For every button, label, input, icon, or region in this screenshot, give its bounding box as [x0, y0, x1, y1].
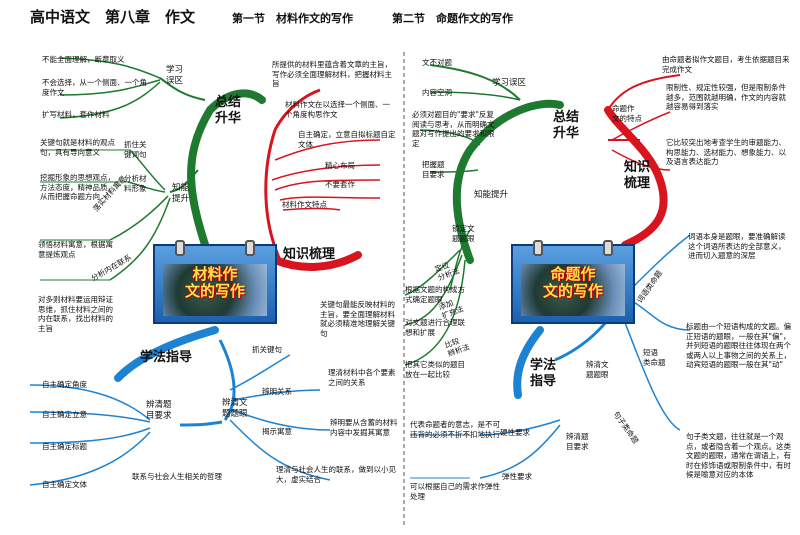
left-req-item: 自主确定角度 [42, 380, 87, 389]
right-ability-label: 锁定文 题题眼 [452, 224, 475, 243]
left-branch-method: 学法指导 [140, 350, 193, 365]
section-title-2: 第二节 命题作文的写作 [392, 12, 513, 25]
binder-ring [175, 240, 185, 256]
right-knowledge-item: 它比较突出地考查学生的审题能力、构思能力、选材能力、想象能力、以及语言表达能力 [666, 138, 786, 166]
right-knowledge-label: 命题作 文的特点 [612, 104, 642, 123]
left-mis-item: 不会选择，从一个侧面、一个角度作文 [42, 78, 147, 97]
left-discern-text: 理清与社会人生的联系，做到以小见大，虚实结合 [276, 465, 396, 484]
right-hard-req: 硬性要求 [500, 428, 530, 437]
left-ability-item: 领悟材料寓意，根据寓意提炼观点 [38, 240, 113, 259]
left-req-item: 自主确定立意 [42, 410, 87, 419]
right-branch-summary: 总结 升华 [553, 110, 580, 141]
left-line-mis [159, 77, 206, 101]
left-ability-label: 分析材 料形象 [124, 174, 147, 193]
right-phrase-type: 短语 类命题 [643, 348, 666, 367]
right-discern-label: 辨清文 题题眼 [586, 360, 609, 379]
right-ability-item: 把其它类似的题目放在一起比较 [405, 360, 465, 379]
left-sub-ability: 知能 提升 [172, 183, 190, 204]
left-ability-label: 抓住关 键词句 [124, 140, 147, 159]
left-summary-branch [187, 89, 266, 264]
left-mis-item: 不能全面理解，断章取义 [42, 55, 125, 64]
left-req-item: 联系与社会人生相关的哲理 [132, 472, 222, 481]
left-ability-item: 对多则材料要运用辩证思维，抓住材料之间的内在联系，找出材料的主旨 [38, 295, 113, 333]
left-knowledge-item: 材料作文特点 [282, 200, 327, 209]
right-knowledge-item: 由命题者拟作文题目，考生依据题目来完成作文 [662, 55, 790, 74]
right-soft-req: 弹性要求 [502, 472, 532, 481]
right-knowledge-branch [604, 106, 668, 249]
left-knowledge-item: 精心布局 [325, 161, 355, 170]
left-knowledge-item: 材料作文在以选择一个侧面、一个角度构思作文 [285, 100, 390, 119]
left-sub-discern: 辨清文 题题眼 [222, 398, 248, 419]
right-knowledge-item: 限制性、规定性较强，但是限制条件越多，范围就越明确，作文的内容就越容易得到落实 [666, 83, 786, 111]
left-discern-text: 理清材料中各个要素之间的关系 [328, 368, 396, 387]
card-title: 命题作文的写作 [542, 265, 603, 300]
left-discern-label: 揭示寓意 [262, 427, 292, 436]
card-photo [521, 264, 625, 316]
right-sub-ability: 知能提升 [474, 190, 509, 200]
right-hard-req-text: 代表命题者的意志，是不可违背的必须不折不扣地执行 [410, 420, 500, 439]
right-sub-misunderstanding: 学习误区 [492, 78, 527, 88]
left-branch-knowledge: 知识梳理 [283, 247, 336, 262]
right-method-branch [513, 326, 544, 399]
left-ability-item: 挖掘形象的思想观点，方法态度，精神品质，从而把握命题方向 [40, 173, 115, 201]
left-mis-item: 扩写材料，套作材料 [42, 110, 110, 119]
right-topic-card: 命题作文的写作 [511, 240, 635, 324]
left-knowledge-item: 自主确定，立意自拟标题自定文体 [298, 130, 396, 149]
left-ability-item: 关键句就是材料的观点句，具有导向意义 [40, 138, 115, 157]
right-ability-item: 对文题进行合理联想和扩展 [405, 318, 465, 337]
binder-ring [533, 240, 543, 256]
left-knowledge-branch [271, 251, 362, 271]
left-discern-text: 辨明要从含蓄的材料内容中发掘其寓意 [330, 418, 398, 437]
section-title-1: 第一节 材料作文的写作 [232, 12, 353, 25]
right-ability-label: 把握题 目要求 [422, 160, 445, 179]
left-knowledge-item: 所提供的材料里蕴含着文章的主旨，写作必须全面理解材料，把握材料主旨 [272, 60, 392, 88]
left-req-item: 自主确定标题 [42, 442, 87, 451]
page-title: 高中语文 第八章 作文 [30, 8, 196, 26]
left-discern-label: 辨明关系 [262, 387, 292, 396]
left-sub-requirements: 辨清题 目要求 [146, 400, 172, 421]
right-mis-item: 文不对题 [422, 58, 452, 67]
right-ability-item: 必须对题目的"要求"反复阅读与思考，从而明确文题对写作提出的要求和限定 [412, 110, 495, 148]
left-line-ability [169, 169, 199, 193]
left-sub-misunderstanding: 学习 误区 [166, 65, 184, 86]
right-branch-knowledge: 知识 梳理 [624, 160, 651, 191]
left-discern-label: 抓关键句 [252, 345, 282, 354]
card-photo [163, 264, 267, 316]
card-title: 材料作文的写作 [184, 265, 245, 300]
binder-ring [603, 240, 613, 256]
right-ability-item: 根据文题的构成方式确定题眼 [405, 285, 465, 304]
right-soft-req-text: 可以根据自己的需求作弹性处理 [410, 482, 500, 501]
left-req-item: 自主确定文体 [42, 480, 87, 489]
right-req-label: 辨清题 目要求 [566, 432, 589, 451]
left-topic-card: 材料作文的写作 [153, 240, 277, 324]
right-sentence-type-text: 句子类文题，往往就是一个观点，或者隐含着一个观点。这类文题的题眼，通常在谓语上，… [686, 432, 791, 479]
left-knowledge-item: 不要套作 [325, 180, 355, 189]
binder-ring [245, 240, 255, 256]
left-discern-text: 关键句最能反映材料的主旨，要全面理解材料就必须精准地理解关键句 [320, 300, 395, 338]
right-word-type-text: 词语本身是题眼，要准确解读这个词语所表达的全部意义，进而切入题意的深层 [688, 232, 786, 260]
right-branch-method: 学法 指导 [530, 358, 557, 389]
right-phrase-type-text: 标题由一个短语构成的文题。偏正短语的题眼，一般在其"偏"，并列短语的题眼往往体现… [686, 322, 791, 369]
right-mis-item: 内容空洞 [422, 88, 452, 97]
right-summary-branch [452, 99, 564, 264]
left-method-branch [114, 326, 219, 382]
left-branch-summary: 总结 升华 [215, 95, 242, 126]
